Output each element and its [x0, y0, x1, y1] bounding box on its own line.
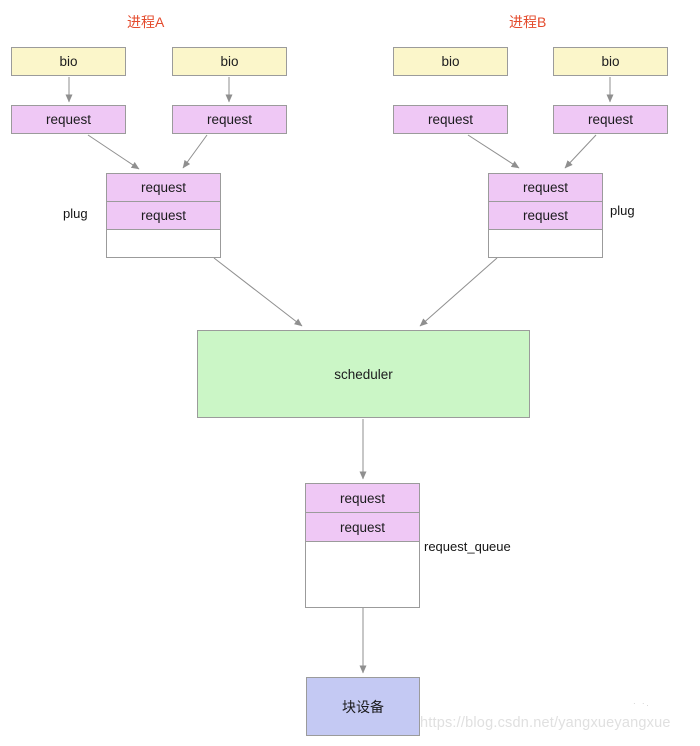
plug-a-request-row: request: [107, 174, 220, 202]
plug-b-empty-slot: [489, 230, 602, 257]
request-box-b1: request: [393, 105, 508, 134]
scheduler-box: scheduler: [197, 330, 530, 418]
arrow-plug-a-to-scheduler: [213, 257, 303, 327]
arrow-request-b2-to-plug: [564, 134, 597, 169]
process-b-title: 进程B: [509, 14, 547, 30]
request-queue-stack: request request: [305, 483, 420, 608]
arrow-plug-b-to-scheduler: [419, 257, 498, 327]
plug-stack-b: request request: [488, 173, 603, 258]
plug-a-empty-slot: [107, 230, 220, 257]
request-box-b2: request: [553, 105, 668, 134]
plug-label-b: plug: [610, 203, 635, 218]
block-device-box: 块设备: [306, 677, 420, 736]
plug-b-request-row: request: [489, 174, 602, 202]
arrow-request-a2-to-plug: [182, 134, 208, 169]
request-queue-request-row: request: [306, 484, 419, 513]
bio-box-b2: bio: [553, 47, 668, 76]
bio-box-a1: bio: [11, 47, 126, 76]
bio-box-b1: bio: [393, 47, 508, 76]
bio-box-a2: bio: [172, 47, 287, 76]
plug-label-a: plug: [63, 206, 88, 221]
plug-a-request-row: request: [107, 202, 220, 230]
request-queue-empty-slot: [306, 542, 419, 607]
process-a-title: 进程A: [127, 14, 165, 30]
watermark-url: https://blog.csdn.net/yangxueyangxue: [420, 715, 671, 731]
request-queue-label: request_queue: [424, 539, 511, 554]
stray-marks: · ·.: [633, 699, 651, 708]
request-queue-request-row: request: [306, 513, 419, 542]
arrow-request-a1-to-plug: [87, 134, 140, 170]
plug-b-request-row: request: [489, 202, 602, 230]
request-box-a1: request: [11, 105, 126, 134]
request-box-a2: request: [172, 105, 287, 134]
arrow-request-b1-to-plug: [467, 134, 520, 169]
plug-stack-a: request request: [106, 173, 221, 258]
